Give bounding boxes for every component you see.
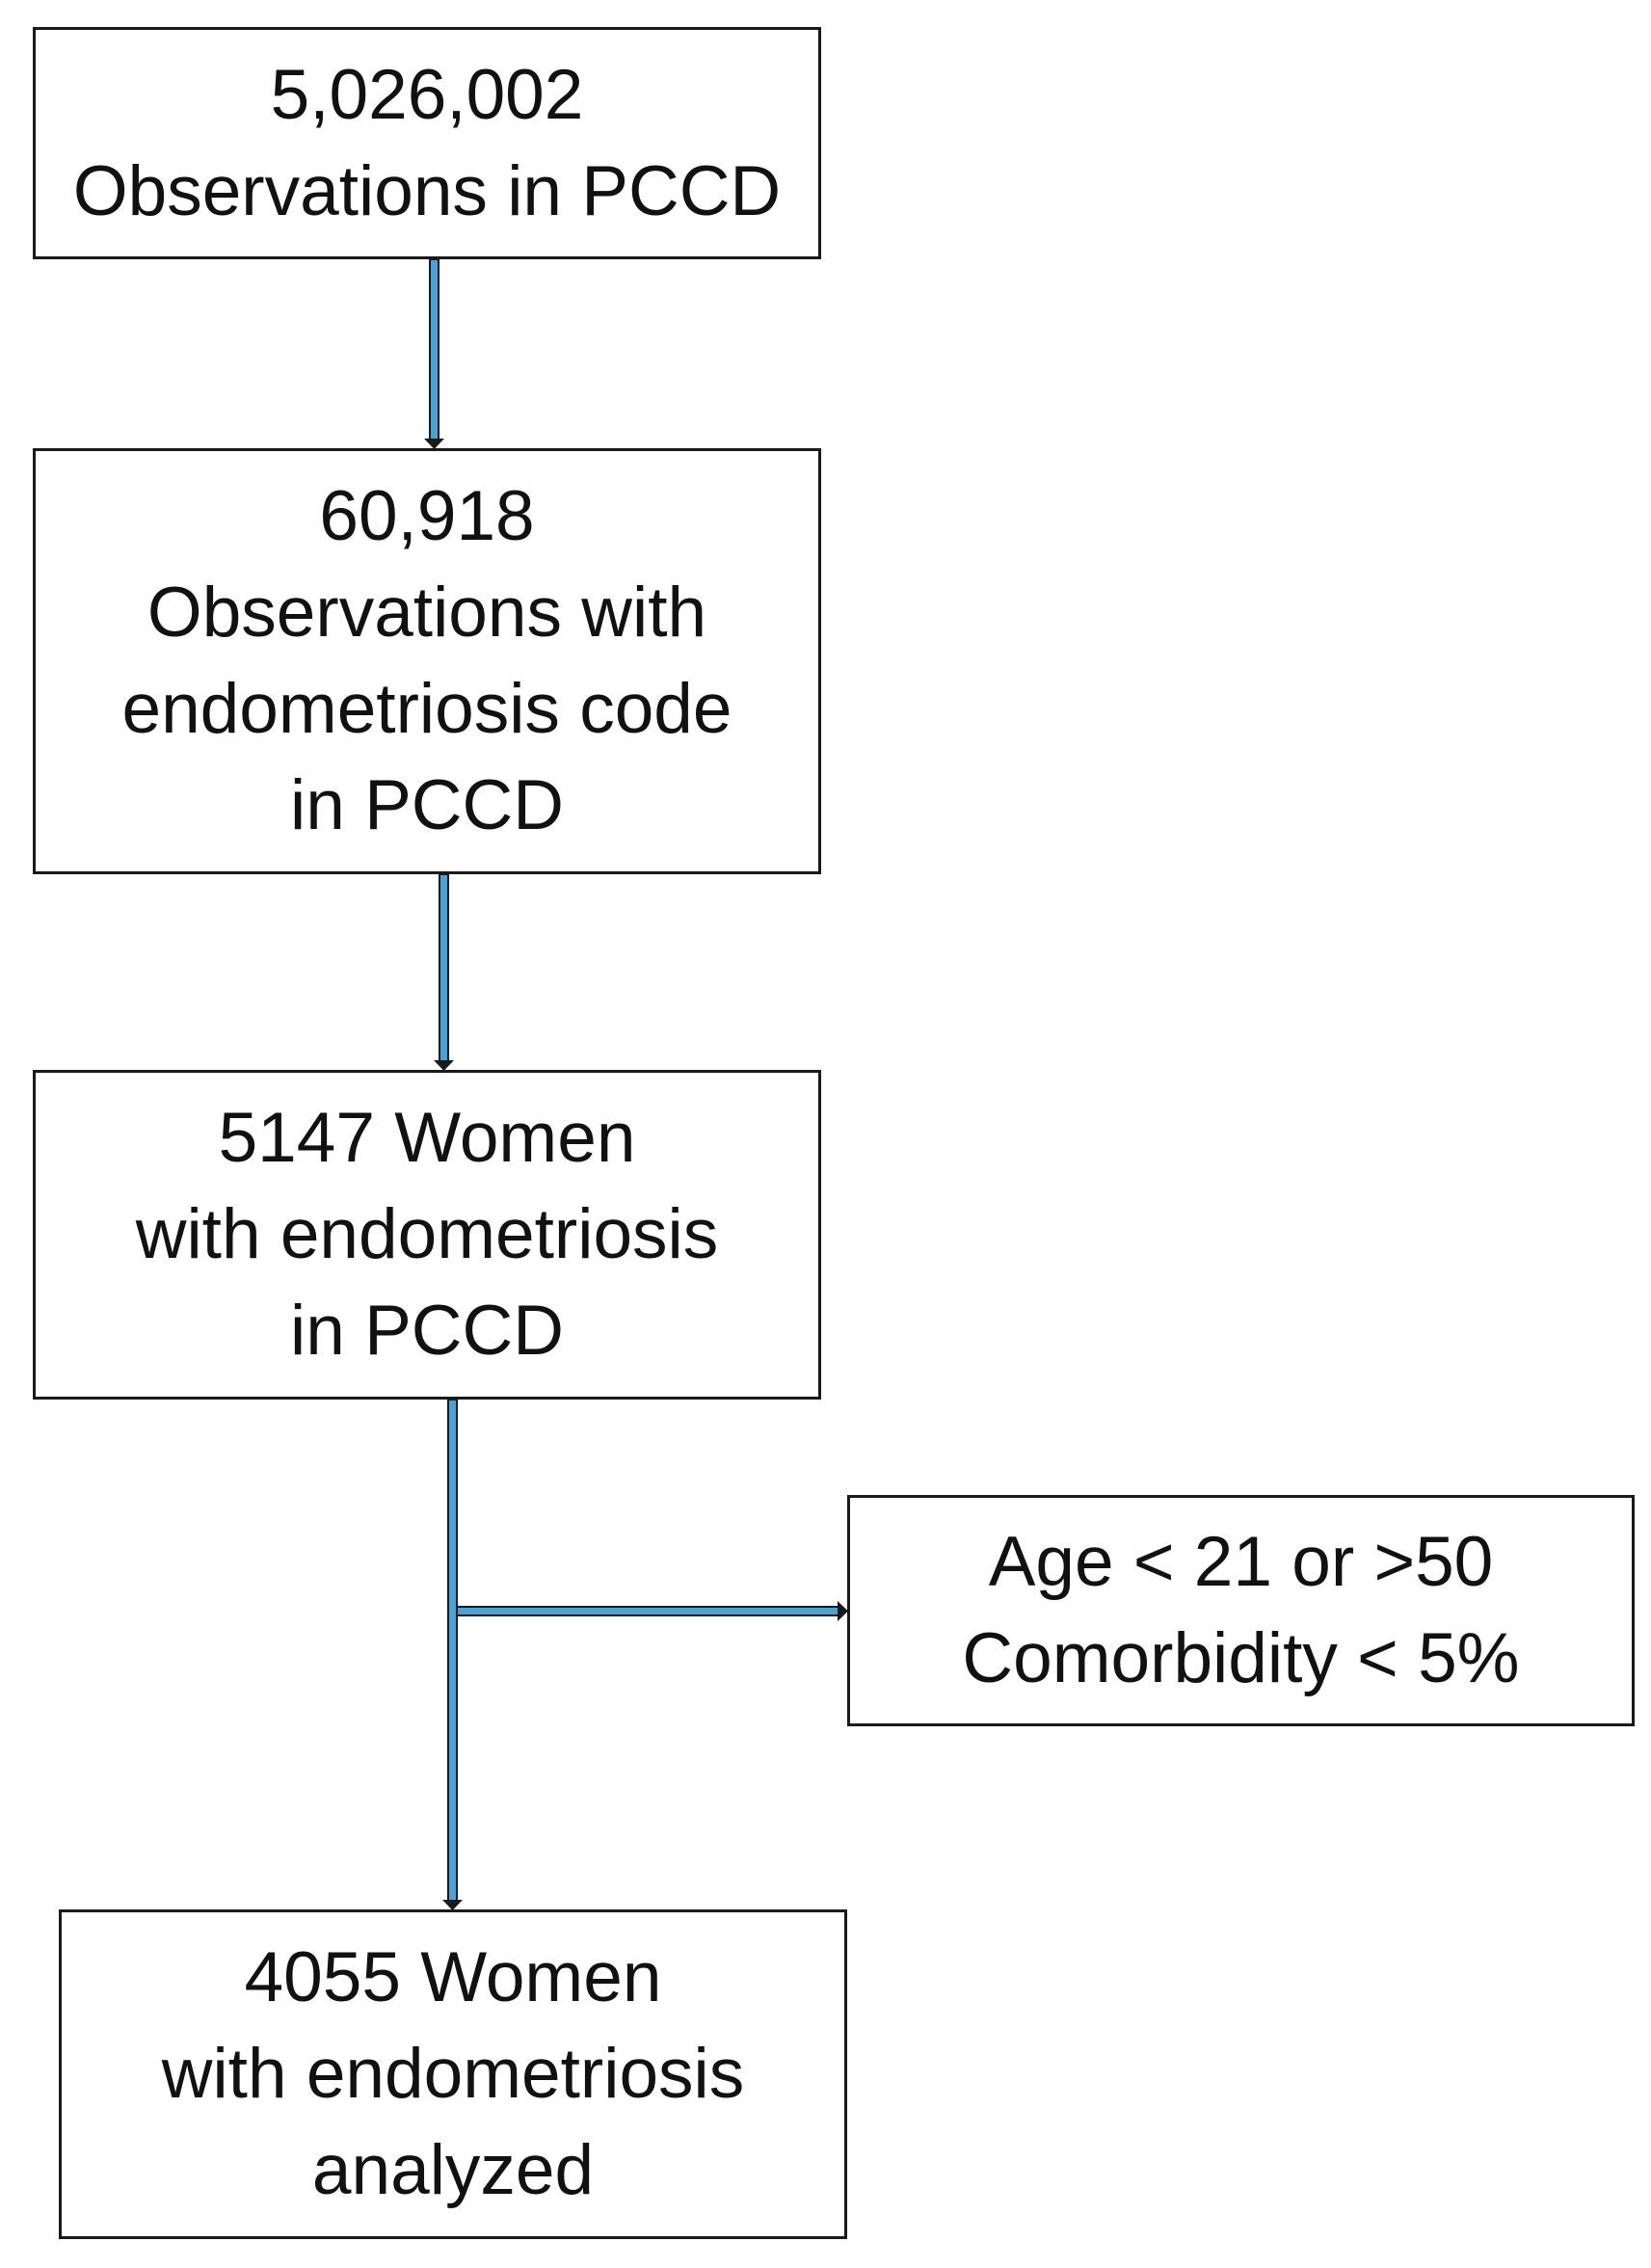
exclusion-criteria-box: Age < 21 or >50 Comorbidity < 5%	[847, 1495, 1635, 1726]
observations-endometriosis-count: 60,918	[319, 477, 535, 555]
women-endometriosis-label-line2: in PCCD	[290, 1292, 564, 1370]
arrow-branch-to-exclusion	[456, 1601, 848, 1621]
arrow-box2-to-box3	[434, 873, 454, 1071]
analyzed-women-box: 4055 Women with endometriosis analyzed	[59, 1909, 847, 2239]
observations-endometriosis-label-line2: endometriosis code	[121, 670, 732, 748]
analyzed-women-count: 4055 Women	[244, 1938, 662, 2016]
women-endometriosis-label-line1: with endometriosis	[135, 1195, 719, 1273]
observations-endometriosis-label-line1: Observations with	[146, 574, 707, 652]
arrow-box3-to-box5	[442, 1399, 463, 1910]
analyzed-women-label-line2: analyzed	[311, 2131, 595, 2209]
arrow-box1-to-box2	[424, 258, 444, 449]
exclusion-comorbidity-criterion: Comorbidity < 5%	[962, 1619, 1520, 1697]
analyzed-women-label-line1: with endometriosis	[161, 2035, 745, 2113]
observations-total-box: 5,026,002 Observations in PCCD	[33, 27, 821, 259]
observations-total-label: Observations in PCCD	[72, 151, 782, 230]
observations-total-count: 5,026,002	[270, 55, 584, 134]
exclusion-age-criterion: Age < 21 or >50	[988, 1523, 1494, 1601]
women-endometriosis-count: 5147 Women	[218, 1099, 636, 1177]
women-endometriosis-box: 5147 Women with endometriosis in PCCD	[33, 1070, 821, 1400]
observations-endometriosis-label-line3: in PCCD	[290, 766, 564, 844]
observations-endometriosis-box: 60,918 Observations with endometriosis c…	[33, 448, 821, 874]
